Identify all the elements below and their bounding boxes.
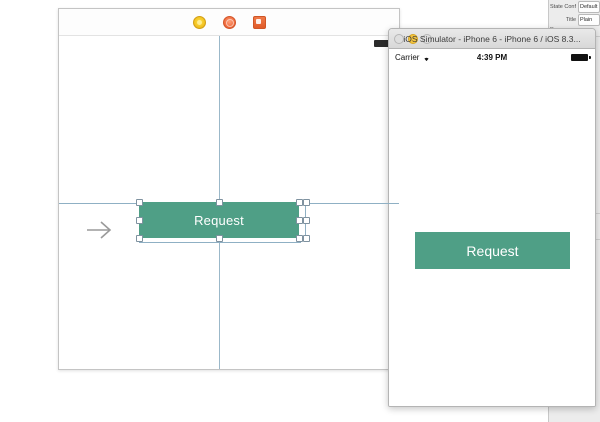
simulator-screen[interactable]: Request — [389, 65, 595, 406]
inspector-row-title[interactable]: Title Plain — [549, 13, 600, 26]
scene-body[interactable]: Request — [59, 35, 399, 369]
zoom-button[interactable] — [422, 33, 432, 44]
exit-icon[interactable] — [252, 15, 266, 29]
view-controller-icon[interactable] — [192, 15, 206, 29]
simulator-window-title: iOS Simulator - iPhone 6 - iPhone 6 / iO… — [403, 33, 581, 44]
resize-handle-bottom-left[interactable] — [136, 235, 143, 242]
trailing-constraint-line — [299, 203, 399, 204]
inspector-label-title: Title — [565, 16, 576, 23]
ios-simulator-window[interactable]: iOS Simulator - iPhone 6 - iPhone 6 / iO… — [388, 28, 596, 407]
wifi-icon — [424, 57, 430, 61]
simulator-request-button[interactable]: Request — [415, 232, 570, 269]
resize-handle-bottom-right[interactable] — [296, 235, 303, 242]
inspector-label-state-config: State Config — [550, 3, 576, 10]
resize-handle-middle-right[interactable] — [296, 217, 303, 224]
resize-handle-top-center[interactable] — [216, 199, 223, 206]
constraint-handle-middle[interactable] — [303, 217, 310, 224]
resize-handle-bottom-center[interactable] — [216, 235, 223, 242]
simulator-request-button-label: Request — [466, 242, 519, 259]
resize-handle-middle-left[interactable] — [136, 217, 143, 224]
clock-label: 4:39 PM — [476, 53, 508, 62]
inspector-row-state-config[interactable]: State Config Default — [549, 0, 600, 13]
storyboard-canvas-window[interactable]: Request — [58, 8, 400, 370]
constraint-handle-top[interactable] — [303, 199, 310, 206]
inspector-value-title[interactable]: Plain — [578, 13, 600, 26]
inspector-value-state-config[interactable]: Default — [578, 0, 600, 13]
simulator-title-bar[interactable]: iOS Simulator - iPhone 6 - iPhone 6 / iO… — [389, 29, 595, 49]
scene-dock[interactable] — [59, 9, 399, 36]
initial-view-controller-arrow — [87, 221, 112, 239]
battery-icon — [571, 54, 591, 61]
carrier-label: Carrier — [395, 53, 420, 62]
first-responder-icon[interactable] — [222, 15, 236, 29]
resize-handle-top-right[interactable] — [296, 199, 303, 206]
close-button[interactable] — [394, 33, 404, 44]
resize-handle-top-left[interactable] — [136, 199, 143, 206]
leading-constraint-line — [59, 203, 139, 204]
bottom-constraint-line — [139, 242, 301, 243]
scene-status-bar — [59, 36, 399, 50]
constraint-handle-bottom[interactable] — [303, 235, 310, 242]
minimize-button[interactable] — [408, 33, 418, 44]
storyboard-request-button[interactable]: Request — [139, 202, 299, 238]
storyboard-request-button-label: Request — [194, 212, 244, 228]
